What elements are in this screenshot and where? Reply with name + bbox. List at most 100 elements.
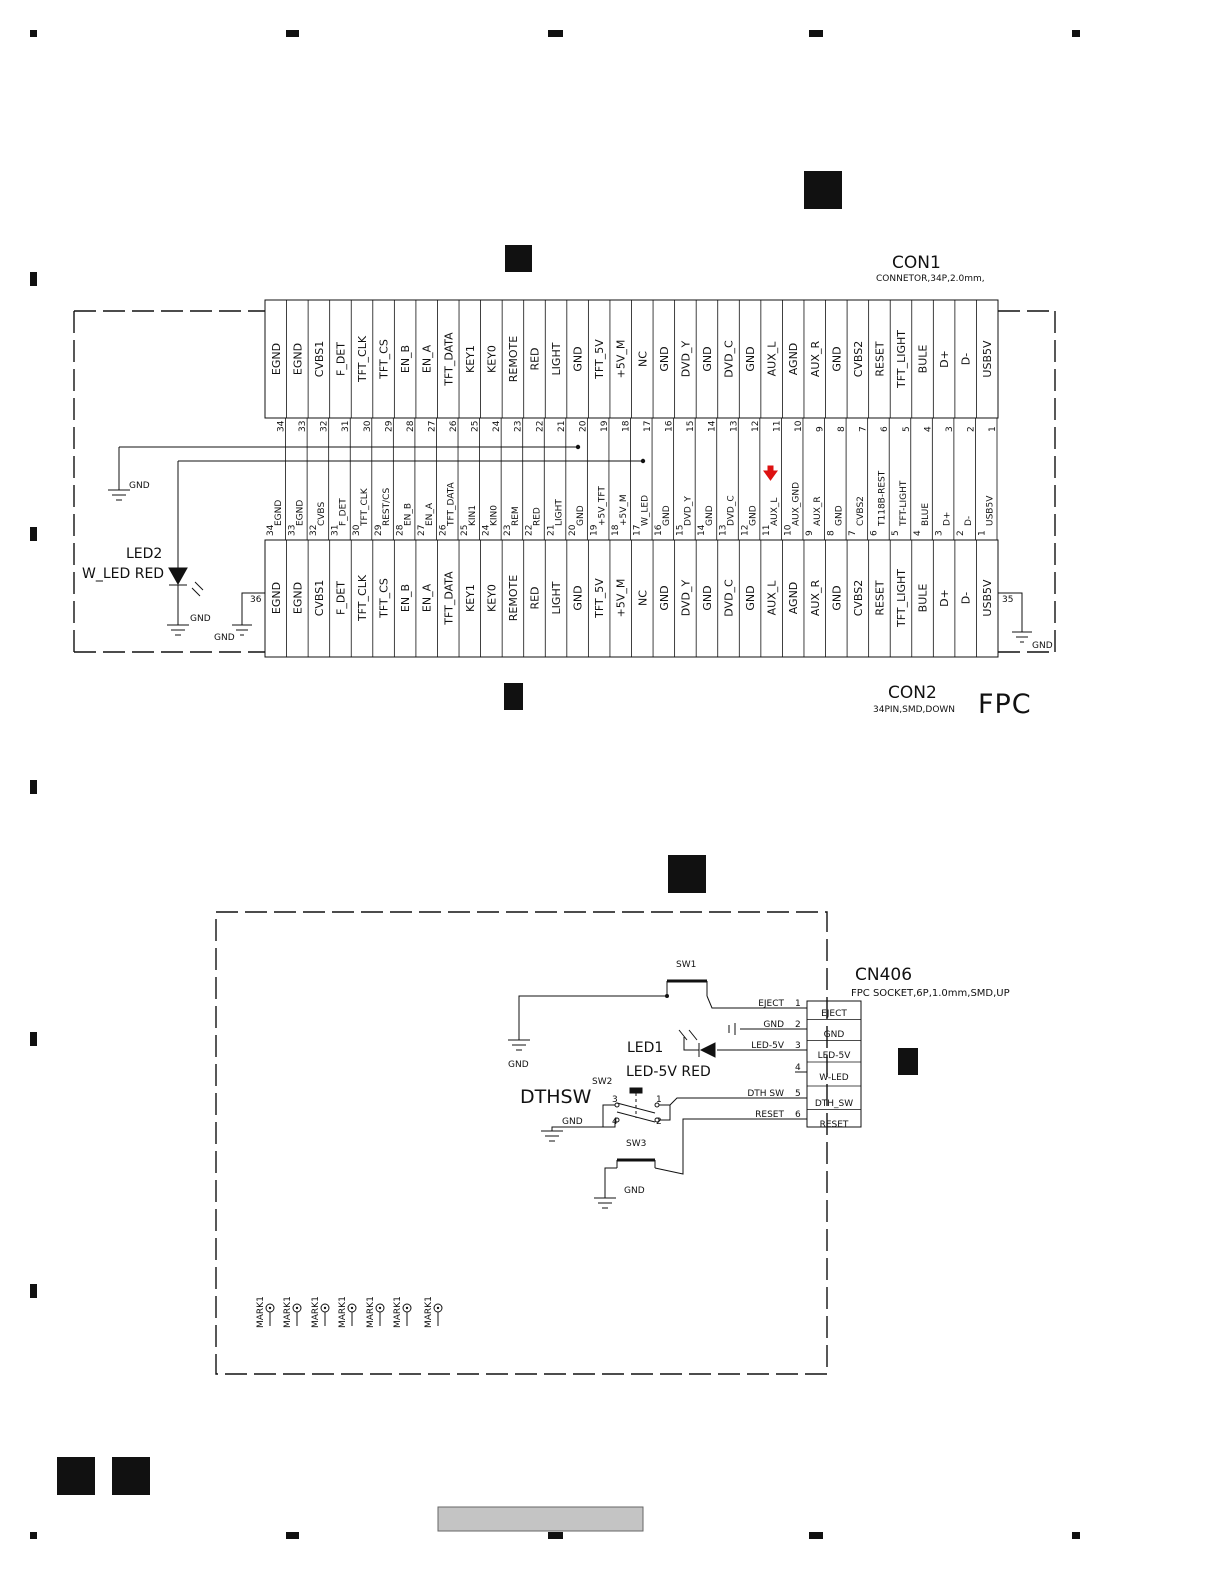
net-label: EGND (274, 500, 284, 526)
con2-pin-number: 23 (503, 525, 513, 536)
probe-marker-icon (764, 466, 777, 480)
con2-pin-label: BULE (917, 584, 930, 613)
cn406-pin-number: 3 (795, 1041, 801, 1051)
sw2-pin-3: 3 (612, 1095, 618, 1105)
con1-pin-label: CVBS1 (313, 341, 326, 378)
con2-pin-number: 20 (568, 524, 578, 536)
led2-ref: LED2 (126, 546, 162, 562)
con2-pin-label: GND (658, 585, 671, 610)
con1-pin-label: GND (572, 346, 585, 371)
con2-pin-label: TFT_CS (378, 578, 391, 619)
con1-pin-number: 29 (384, 420, 394, 432)
con2-pin-number: 24 (482, 524, 492, 536)
con1-pin-number: 10 (794, 420, 804, 432)
net-label: F_DET (339, 498, 349, 526)
con2-pin-number: 16 (654, 524, 664, 536)
con1-pin-label: AUX_R (809, 341, 822, 378)
con2-pin-label: NC (636, 590, 649, 606)
net-label: CVBS2 (856, 496, 866, 526)
net-label: EGND (296, 500, 306, 526)
led2-value: W_LED RED (82, 566, 164, 582)
net-label: EN_B (403, 503, 413, 526)
con1-pin-number: 32 (320, 421, 330, 432)
cn406-pin-label: GND (824, 1030, 845, 1040)
con2-pin-number: 8 (827, 530, 837, 536)
cn406-net-label: EJECT (758, 999, 784, 1009)
fpc-tag: FPC (978, 689, 1032, 720)
con2-pin-number: 19 (589, 524, 599, 536)
con1-pin-label: AGND (787, 343, 800, 376)
con1-pin-label: REMOTE (507, 336, 520, 382)
con1-pin-label: EN_A (421, 344, 434, 373)
con1-pin-label: TFT_5V (593, 339, 606, 380)
con2-pin-label: TFT_5V (593, 578, 606, 619)
sw1-ref: SW1 (676, 960, 696, 970)
con2-pin-label: REMOTE (507, 575, 520, 621)
con2-pin-number: 31 (331, 525, 341, 536)
con1-pin-label: TFT_DATA (442, 332, 455, 387)
con1-pin-number: 11 (772, 421, 782, 432)
con2-pin-number: 17 (633, 525, 643, 536)
net-label: REST/CS (382, 488, 392, 526)
cn406-net-label: DTH SW (747, 1089, 784, 1099)
con1-pin-number: 21 (557, 421, 567, 432)
con1-pin-number: 16 (665, 420, 675, 432)
con2-pin-label: D- (960, 592, 973, 604)
net-label: LIGHT (554, 499, 564, 526)
cn406-pins: EJECT1EJECTGND2GNDLED-5V3LED-5VW-LED4DTH… (747, 999, 861, 1130)
con1-pin-number: 6 (880, 426, 890, 432)
gnd-label-3: GND (214, 633, 235, 643)
con1-pins: EGND34EGND33CVBS132F_DET31TFT_CLK30TFT_C… (270, 300, 998, 432)
fiducial-center (268, 1306, 272, 1310)
con1-pin-number: 12 (751, 421, 761, 432)
junction-gnd (575, 444, 581, 450)
con2-pin-label: +5V_M (615, 579, 628, 618)
bus-wires (119, 447, 643, 568)
con1-pin-label: F_DET (334, 342, 347, 376)
con1-pin-label: EGND (270, 343, 283, 375)
con2-pin-number: 6 (870, 530, 880, 536)
con2-pin-number: 18 (611, 524, 621, 536)
con2-pin-label: DVD_Y (679, 579, 692, 616)
cn406-ref: CN406 (855, 965, 912, 985)
con2-pin-label: CVBS2 (852, 580, 865, 617)
con2-pin-label: KEY0 (485, 584, 498, 612)
con2-pin-label: AGND (787, 582, 800, 615)
cn406-pin-number: 6 (795, 1110, 801, 1120)
con1-pin-number: 8 (837, 426, 847, 432)
con1-pin-label: +5V_M (615, 340, 628, 379)
net-label: DVD_Y (684, 496, 694, 526)
con2-pin-number: 30 (352, 524, 362, 536)
fiducial-label: MARK1 (256, 1296, 266, 1328)
cn406-pin-number: 1 (795, 999, 801, 1009)
net-label: KIN0 (490, 505, 500, 526)
con2-pin-label: RESET (873, 580, 886, 616)
con2-pin-number: 10 (783, 524, 793, 536)
con1-pin-number: 17 (643, 421, 653, 432)
cn406-pin-label: LED-5V (818, 1051, 852, 1061)
con2-desc: 34PIN,SMD,DOWN (873, 705, 955, 715)
con1-pin-label: LIGHT (550, 342, 563, 375)
con1-pin-number: 1 (988, 426, 998, 432)
net-label: GND (576, 505, 586, 526)
con2-ref: CON2 (888, 683, 937, 703)
con2-pin-label: TFT_CLK (356, 574, 369, 622)
gnd-label-5: GND (508, 1060, 529, 1070)
con2-pin-number: 22 (525, 525, 535, 536)
con2-pin-number: 7 (848, 530, 858, 536)
con2-pin-number: 15 (676, 525, 686, 536)
con2-pin-number: 21 (546, 525, 556, 536)
pin36-num: 36 (250, 595, 262, 605)
con1-pin-label: CVBS2 (852, 341, 865, 378)
cn406-pin-number: 5 (795, 1089, 801, 1099)
con1-pin-number: 2 (966, 426, 976, 432)
switch-sw1-icon (508, 981, 807, 1050)
con2-pin-label: AUX_R (809, 580, 822, 617)
cn406-pin-label: RESET (820, 1120, 849, 1130)
con2-pin-number: 32 (309, 525, 319, 536)
net-label: AUX_R (813, 496, 823, 526)
con1-pin-number: 27 (427, 421, 437, 432)
net-label: TFT-LIGHT (899, 480, 909, 527)
